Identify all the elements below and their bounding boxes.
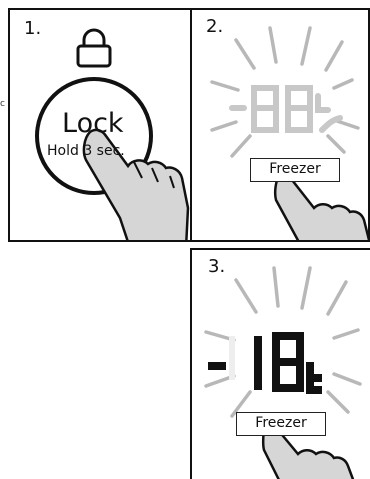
side-text-fragment: c	[0, 98, 6, 158]
step-1-panel: 1. Lock Hold 3 sec.	[8, 8, 192, 242]
temperature-display	[208, 336, 322, 390]
lock-icon	[78, 30, 110, 66]
step-2-panel: 2. Freezer	[190, 8, 370, 242]
step-3-panel: 3. Freezer	[190, 248, 370, 479]
step-2-illustration	[192, 10, 370, 242]
pointing-hand	[275, 176, 370, 242]
hold-duration-label: Hold 3 sec.	[47, 143, 125, 159]
step-3-illustration	[192, 250, 370, 479]
freezer-button[interactable]: Freezer	[236, 412, 326, 436]
temperature-display-blinking	[232, 88, 340, 130]
freezer-button[interactable]: Freezer	[250, 158, 340, 182]
lock-label: Lock	[62, 108, 124, 139]
